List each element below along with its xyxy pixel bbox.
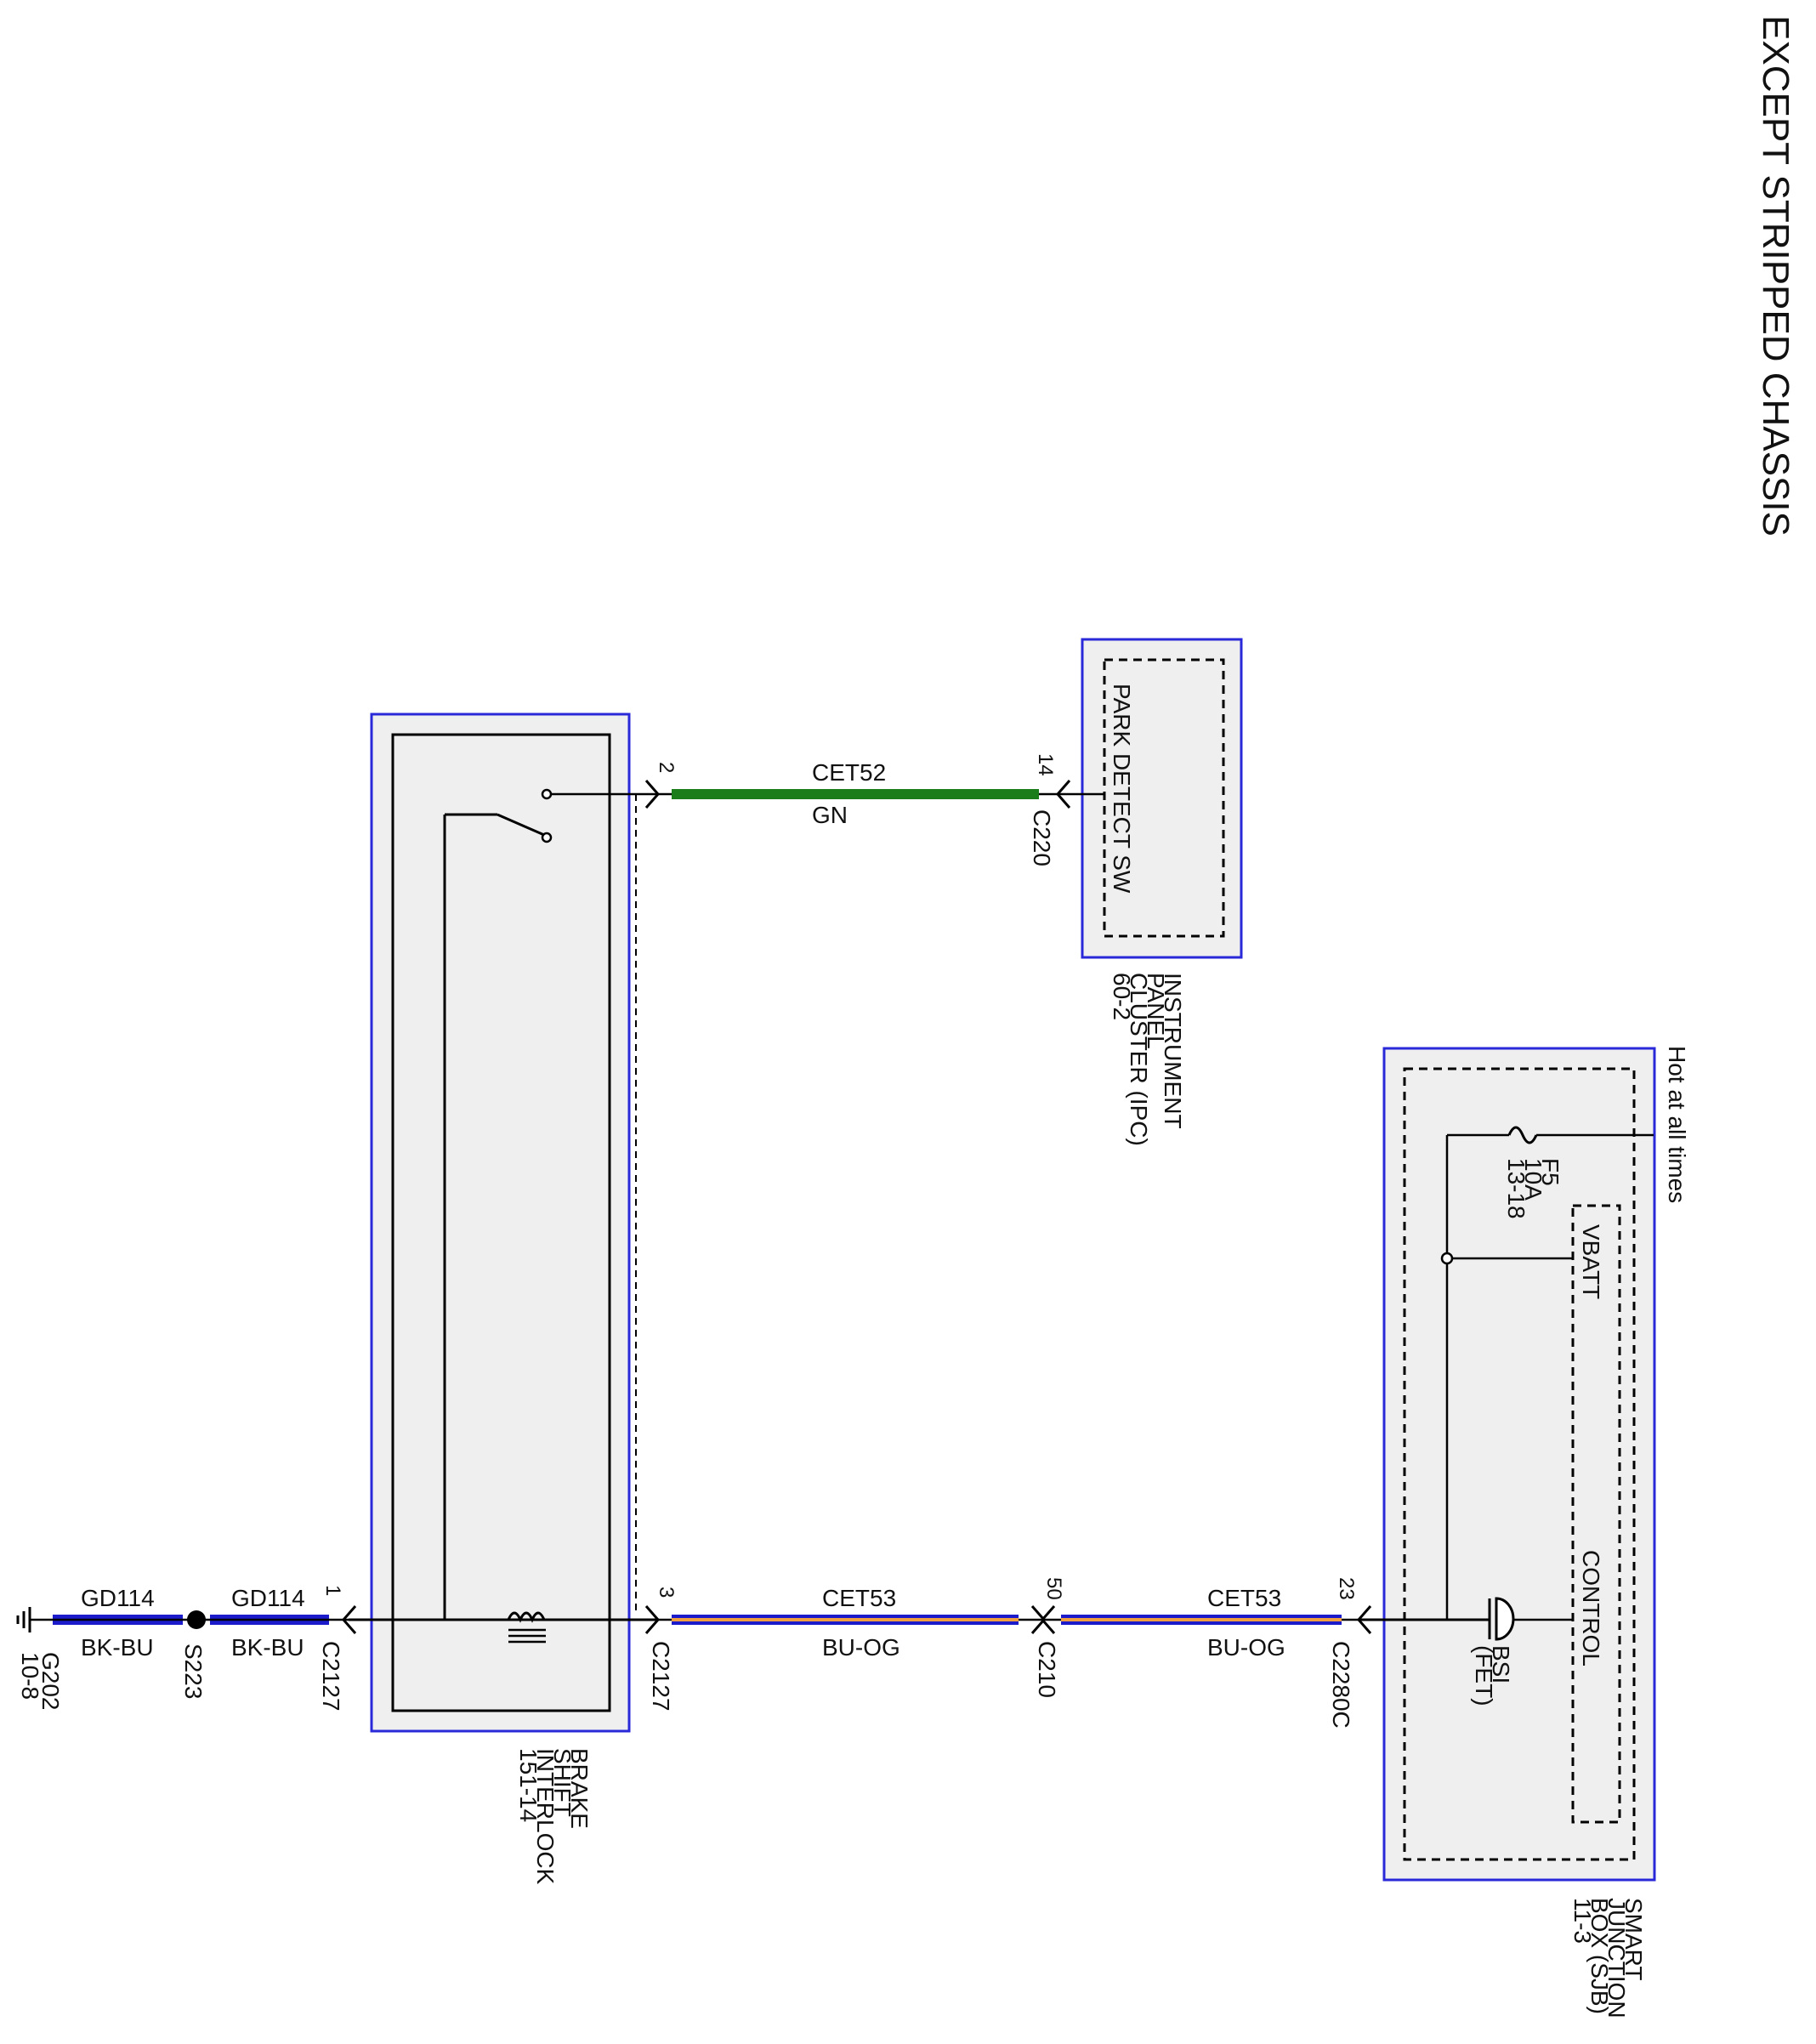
- cet52-circuit: CET52: [812, 759, 886, 786]
- splice-name: S223: [180, 1644, 207, 1699]
- connector-c220-pin14: 14 C220: [1029, 753, 1071, 866]
- smart-junction-box-module: VBATT CONTROL F5 10A 13-18 Hot at all ti…: [1382, 1046, 1690, 2018]
- control-label: CONTROL: [1578, 1550, 1604, 1666]
- sjb-name-line-4: 11-3: [1569, 1898, 1596, 1944]
- c2127-pin3-number: 3: [655, 1587, 678, 1598]
- bsi-name-line-1: BRAKE: [566, 1748, 593, 1829]
- fet-type: (FET): [1471, 1645, 1497, 1706]
- sjb-name-line-3: BOX (SJB): [1586, 1898, 1613, 2014]
- fet-name: BSI: [1488, 1645, 1514, 1683]
- solenoid-coil-icon: [507, 1611, 546, 1644]
- sjb-name-line-2: JUNCTION: [1603, 1898, 1630, 2018]
- connector-c2127-pin1: 1 C2127: [318, 1585, 357, 1712]
- wire-cet53-right: CET53 BU-OG: [1061, 1585, 1342, 1661]
- wire-cet53-left: CET53 BU-OG: [658, 1585, 1019, 1661]
- wire-cet52: CET52 GN: [644, 759, 1058, 828]
- hot-at-all-times-label: Hot at all times: [1664, 1046, 1690, 1203]
- c2127-pin2-number: 2: [655, 762, 678, 773]
- splice-s223: S223: [180, 1610, 207, 1699]
- c210-pin50-number: 50: [1042, 1577, 1065, 1600]
- cet53-left-color: BU-OG: [822, 1634, 900, 1661]
- instrument-panel-cluster-module: PARK DETECT SW INSTRUMENT PANEL CLUSTER …: [1058, 638, 1243, 1146]
- ground-g202: G202 10-8: [16, 1607, 64, 1711]
- fuse-name: F5: [1537, 1158, 1563, 1186]
- gd114-right-circuit: GD114: [231, 1585, 305, 1611]
- c220-pin14-number: 14: [1034, 753, 1057, 776]
- gd114-right-color: BK-BU: [231, 1634, 304, 1661]
- wire-gd114-left: GD114 BK-BU: [53, 1585, 183, 1661]
- c2280c-pin23-number: 23: [1335, 1577, 1358, 1600]
- ipc-name-line-3: CLUSTER (IPC): [1126, 973, 1152, 1146]
- ipc-name-line-1: INSTRUMENT: [1160, 973, 1186, 1129]
- sjb-name-line-1: SMART: [1620, 1898, 1647, 1981]
- diagram-title: EXCEPT STRIPPED CHASSIS: [1755, 15, 1796, 537]
- bsi-name-line-3: INTERLOCK: [532, 1748, 559, 1885]
- connector-c2127-pin3: 3 C2127: [644, 1587, 678, 1712]
- bsi-name-line-4: 151-14: [515, 1748, 542, 1822]
- connector-c2127-pin2: 2: [644, 762, 678, 809]
- c2280c-name: C2280C: [1328, 1641, 1354, 1729]
- cet53-right-color: BU-OG: [1207, 1634, 1285, 1661]
- wire-gd114-right: GD114 BK-BU: [210, 1585, 329, 1661]
- cet53-left-circuit: CET53: [822, 1585, 896, 1611]
- brake-shift-interlock-module: BRAKE SHIFT INTERLOCK 151-14: [370, 713, 644, 1885]
- c2127-pin1-number: 1: [321, 1585, 344, 1596]
- ipc-name-line-4: 60-2: [1109, 973, 1135, 1020]
- gd114-left-color: BK-BU: [81, 1634, 154, 1661]
- cet53-right-circuit: CET53: [1207, 1585, 1281, 1611]
- cet52-color: GN: [812, 802, 848, 828]
- park-detect-sw-label: PARK DETECT SW: [1109, 684, 1135, 894]
- park-detect-switch-icon: [443, 788, 553, 1620]
- ground-ref: 10-8: [17, 1652, 43, 1700]
- connector-c2280c-pin23: 23 C2280C: [1328, 1577, 1372, 1729]
- fuse-rating: 10A: [1520, 1158, 1546, 1201]
- c2127-pin1-name: C2127: [318, 1641, 344, 1712]
- fuse-ref: 13-18: [1503, 1158, 1529, 1219]
- c2127-pin3-name: C2127: [648, 1641, 674, 1712]
- c220-name: C220: [1029, 809, 1055, 866]
- ground-name: G202: [37, 1652, 64, 1711]
- fuse-icon: [1447, 1126, 1654, 1144]
- ipc-name-line-2: PANEL: [1143, 973, 1169, 1049]
- c210-name: C210: [1034, 1641, 1060, 1698]
- bsi-name-line-2: SHIFT: [549, 1748, 576, 1817]
- gd114-left-circuit: GD114: [81, 1585, 155, 1611]
- connector-c210-pin50: 50 C210: [1019, 1577, 1065, 1698]
- vbatt-label: VBATT: [1578, 1224, 1604, 1299]
